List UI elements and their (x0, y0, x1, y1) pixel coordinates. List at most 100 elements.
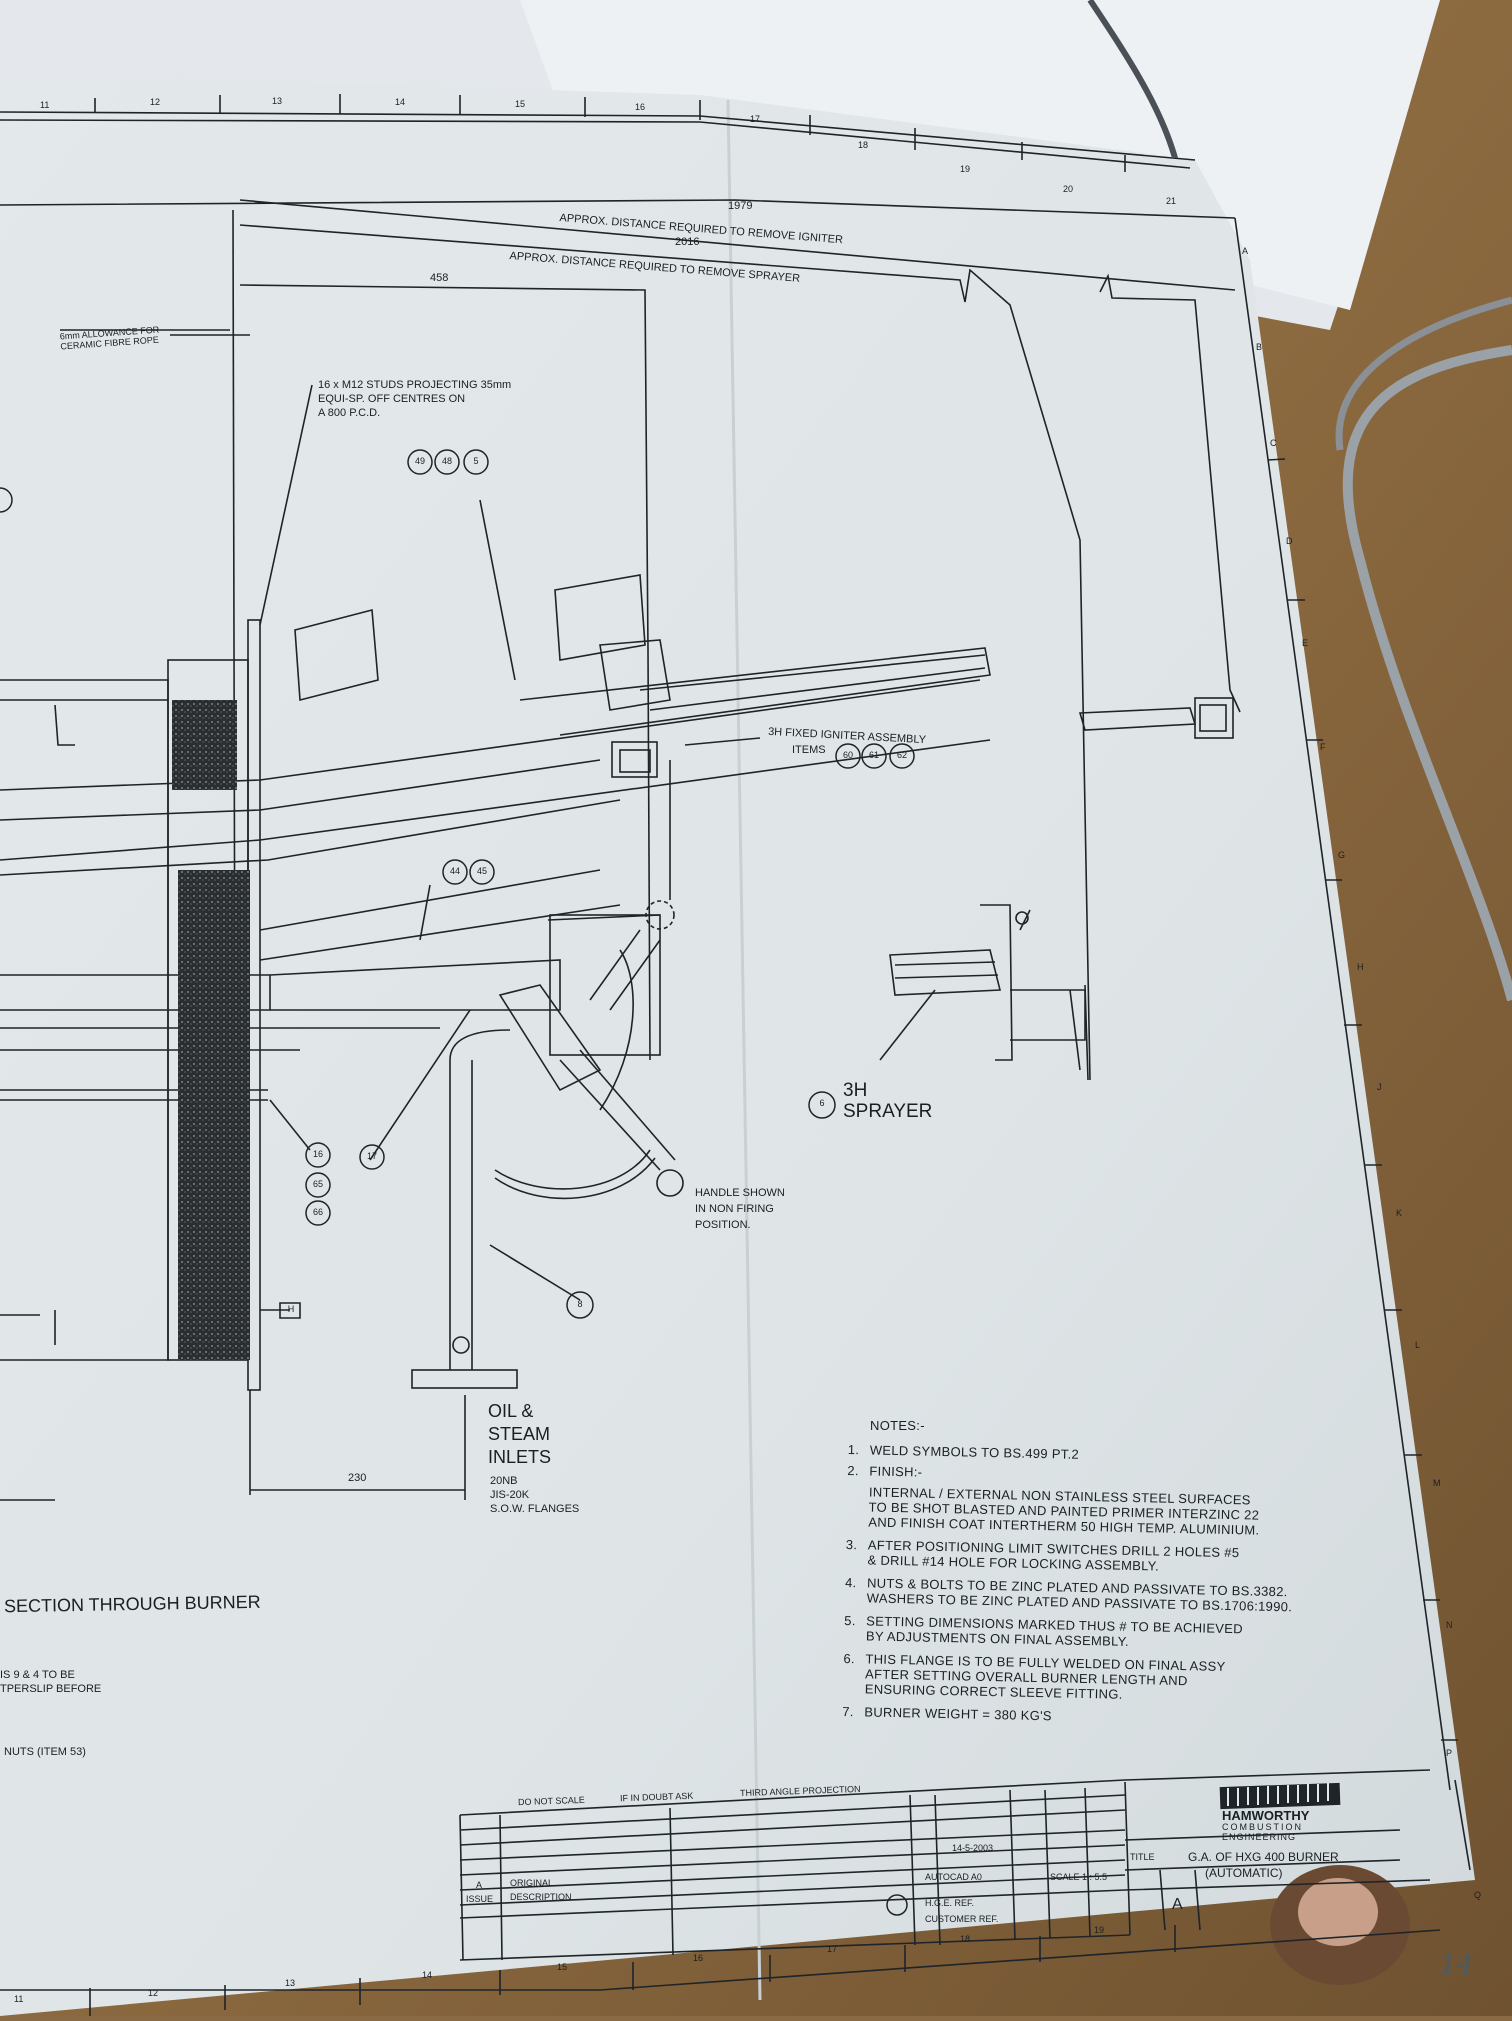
border-num-top: 11 (40, 100, 50, 110)
border-num-top: 18 (858, 140, 869, 150)
border-letter-right: G (1338, 850, 1346, 860)
item-8: 8 (577, 1299, 583, 1309)
date: 14-5-2003 (952, 1843, 994, 1853)
description-header: DESCRIPTION (510, 1892, 572, 1902)
border-letter-right: Q (1474, 1890, 1482, 1900)
igniter-items-label: ITEMS (792, 744, 826, 756)
border-num-top: 13 (272, 96, 283, 106)
studs-note: 16 x M12 STUDS PROJECTING 35mm EQUI-SP. … (318, 379, 512, 419)
company-line-2: COMBUSTION (1222, 1822, 1304, 1832)
border-letter-right: M (1433, 1478, 1441, 1488)
item-45: 45 (476, 866, 487, 876)
border-num-bottom: 17 (827, 1944, 838, 1954)
copyright-symbol (886, 1894, 908, 1916)
dim-sprayer-label: APPROX. DISTANCE REQUIRED TO REMOVE SPRA… (509, 250, 801, 285)
item-49: 49 (414, 456, 425, 466)
company-line-3: ENGINEERING (1222, 1832, 1297, 1842)
notes-list: 1.WELD SYMBOLS TO BS.499 PT.2 2.FINISH:-… (842, 1442, 1388, 1730)
border-num-bottom: 11 (14, 1994, 24, 2004)
border-num-bottom: 15 (557, 1962, 568, 1972)
border-letter-right: K (1396, 1208, 1403, 1218)
sheet-fold-shadow (726, 99, 762, 2001)
item-66: 66 (312, 1207, 323, 1217)
border-letter-right: P (1446, 1748, 1453, 1758)
sprayer-label: 3H SPRAYER (843, 1080, 933, 1122)
border-letter-right: H (1357, 962, 1364, 972)
border-num-top: 12 (150, 97, 161, 107)
item-17: 17 (366, 1151, 377, 1161)
section-title: SECTION THROUGH BURNER (3, 1591, 261, 1617)
thumbnail (1298, 1878, 1378, 1946)
inlets-spec: 20NB JIS-20K S.O.W. FLANGES (490, 1475, 580, 1515)
note-item: 3. AFTER POSITIONING LIMIT SWITCHES DRIL… (845, 1536, 1240, 1574)
drawing-sheet (0, 72, 1475, 2016)
dim-2016: 2016 (675, 236, 700, 248)
issue-header: ISSUE (466, 1894, 494, 1904)
border-letter-right: A (1242, 246, 1249, 256)
company-logo-bar (1219, 1782, 1341, 1810)
handwritten-page-number: 14 (1440, 1950, 1474, 1980)
inlets-title: OIL & STEAM INLETS (488, 1401, 552, 1467)
item-61: 61 (868, 750, 879, 760)
allowance-label: 6mm ALLOWANCE FOR CERAMIC FIBRE ROPE (59, 324, 160, 352)
hge-ref: H.G.E. REF. (925, 1898, 975, 1908)
border-letter-right: C (1270, 438, 1277, 448)
border-letter-right: J (1377, 1082, 1382, 1092)
issue-letter: A (1172, 1896, 1183, 1913)
border-letter-right: N (1446, 1620, 1453, 1630)
projection-label: THIRD ANGLE PROJECTION (739, 1783, 861, 1799)
border-num-top: 16 (635, 102, 646, 112)
border-num-bottom: 16 (693, 1953, 704, 1963)
border-num-top: 19 (960, 164, 971, 174)
border-num-top: 21 (1166, 196, 1177, 206)
border-num-bottom: 14 (422, 1970, 433, 1980)
border-letter-right: E (1302, 638, 1309, 648)
insulation-upper (172, 700, 237, 790)
dim-igniter-label: APPROX. DISTANCE REQUIRED TO REMOVE IGNI… (559, 212, 844, 247)
border-num-bottom: 13 (285, 1978, 296, 1988)
note-item: 7.BURNER WEIGHT = 380 KG'S (842, 1703, 1052, 1724)
item-6: 6 (819, 1098, 825, 1108)
border-num-top: 15 (515, 99, 526, 109)
border-num-top: 14 (395, 97, 406, 107)
notes-header: NOTES:- (870, 1418, 925, 1433)
border-num-bottom: 19 (1094, 1925, 1105, 1935)
border-letter-right: D (1286, 536, 1293, 546)
title-label: TITLE (1130, 1852, 1155, 1862)
note-item: 5. SETTING DIMENSIONS MARKED THUS # TO B… (844, 1612, 1244, 1649)
cable-right (1342, 345, 1512, 1002)
dim-230: 230 (348, 1472, 367, 1484)
border-letter-right: L (1415, 1340, 1421, 1350)
dim-1979: 1979 (728, 200, 753, 212)
customer-ref: CUSTOMER REF. (925, 1914, 999, 1924)
border-num-bottom: 18 (960, 1934, 971, 1944)
item-44: 44 (449, 866, 460, 876)
insulation-lower-2 (182, 1050, 248, 1360)
callout-circles (0, 449, 915, 1319)
item-65: 65 (312, 1179, 323, 1189)
item-48: 48 (441, 456, 452, 466)
item-62: 62 (896, 750, 907, 760)
border-letter-right: B (1256, 342, 1263, 352)
if-in-doubt: IF IN DOUBT ASK (619, 1790, 694, 1804)
handle-note: HANDLE SHOWN IN NON FIRING POSITION. (695, 1187, 785, 1231)
left-note-2: NUTS (ITEM 53) (4, 1746, 86, 1758)
item-60: 60 (842, 750, 853, 760)
scale: SCALE 1 : 5.5 (1050, 1872, 1108, 1882)
border-letter-right: F (1320, 742, 1326, 752)
border-num-bottom: 12 (148, 1988, 159, 1998)
company-name: HAMWORTHY (1222, 1808, 1310, 1823)
border-num-top: 17 (750, 114, 761, 124)
company-logo-stripes (1227, 1783, 1329, 1806)
border-num-top: 20 (1063, 184, 1074, 194)
item-5: 5 (473, 456, 479, 466)
dim-458: 458 (430, 272, 449, 284)
item-h: H (287, 1304, 295, 1314)
cable-right-2 (1335, 296, 1512, 451)
note-item: INTERNAL / EXTERNAL NON STAINLESS STEEL … (868, 1484, 1260, 1538)
rev-original: ORIGINAL (510, 1878, 554, 1888)
autocad: AUTOCAD A0 (925, 1872, 982, 1882)
note-item: 6. THIS FLANGE IS TO BE FULLY WELDED ON … (843, 1650, 1226, 1702)
